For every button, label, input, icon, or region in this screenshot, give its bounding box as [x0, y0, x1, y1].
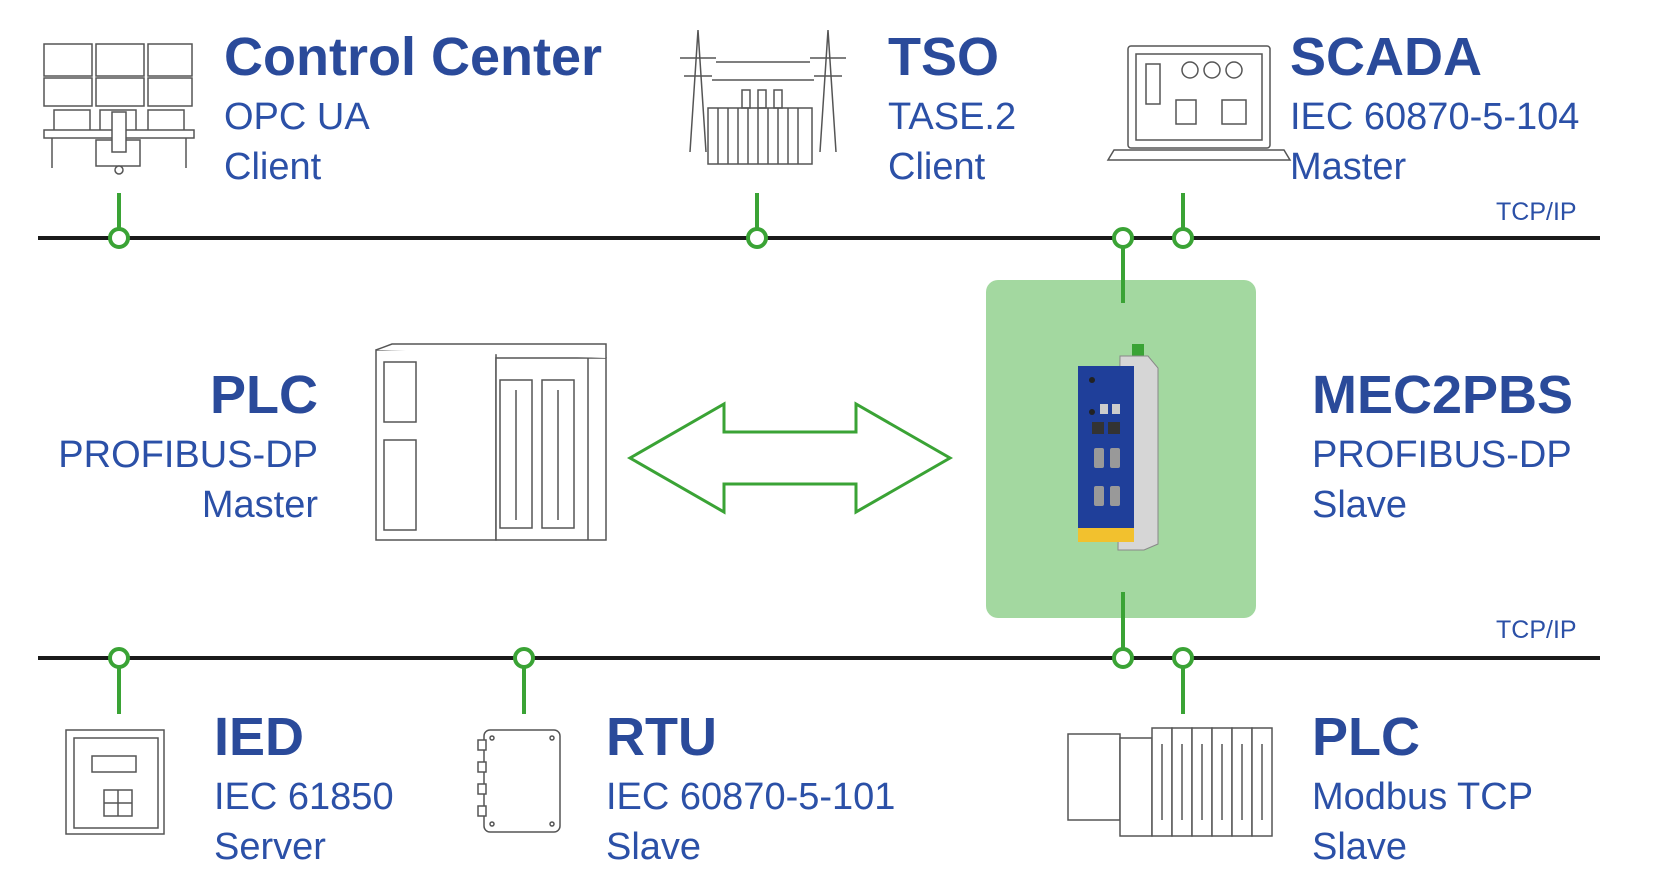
plc-left-role: Master	[201, 484, 318, 526]
ied-role: Server	[214, 826, 326, 868]
plc-modular-icon	[1067, 727, 1273, 837]
mec2pbs-title: MEC2PBS	[1312, 365, 1574, 425]
plc-bottom-role: Slave	[1312, 826, 1408, 868]
rtu-title: RTU	[606, 707, 717, 767]
ied-protocol: IEC 61850	[214, 776, 394, 818]
plc-rack-icon	[375, 343, 607, 541]
plc-bottom-title: PLC	[1312, 707, 1420, 767]
transmission-tower-icon	[680, 29, 846, 165]
rtu-protocol: IEC 60870-5-101	[606, 776, 896, 818]
laptop-scada-icon	[1106, 45, 1292, 161]
tso-title: TSO	[888, 27, 1000, 87]
scada-role: Master	[1290, 146, 1407, 188]
plc-left-protocol: PROFIBUS-DP	[58, 434, 318, 476]
plc-bottom-protocol: Modbus TCP	[1312, 776, 1534, 818]
tso-role: Client	[888, 146, 986, 188]
ied-title: IED	[214, 707, 305, 767]
ied-relay-icon	[65, 729, 165, 835]
bottom-bus-label: TCP/IP	[1496, 616, 1577, 644]
mec2pbs-role: Slave	[1312, 484, 1408, 526]
rtu-box-icon	[477, 729, 561, 833]
top-bus-connectors	[108, 193, 1194, 303]
control-center-protocol: OPC UA	[224, 96, 370, 138]
top-bus-label: TCP/IP	[1496, 198, 1577, 226]
plc-left-title: PLC	[210, 365, 318, 425]
control-room-icon	[43, 43, 195, 175]
tso-protocol: TASE.2	[888, 96, 1017, 138]
bottom-bus-connectors	[108, 592, 1194, 714]
mec2pbs-device-icon	[1078, 344, 1159, 551]
control-center-title: Control Center	[224, 27, 602, 87]
scada-protocol: IEC 60870-5-104	[1290, 96, 1580, 138]
rtu-role: Slave	[606, 826, 702, 868]
bidirectional-arrow-icon	[626, 401, 954, 515]
control-center-role: Client	[224, 146, 322, 188]
scada-title: SCADA	[1290, 27, 1483, 87]
mec2pbs-protocol: PROFIBUS-DP	[1312, 434, 1572, 476]
